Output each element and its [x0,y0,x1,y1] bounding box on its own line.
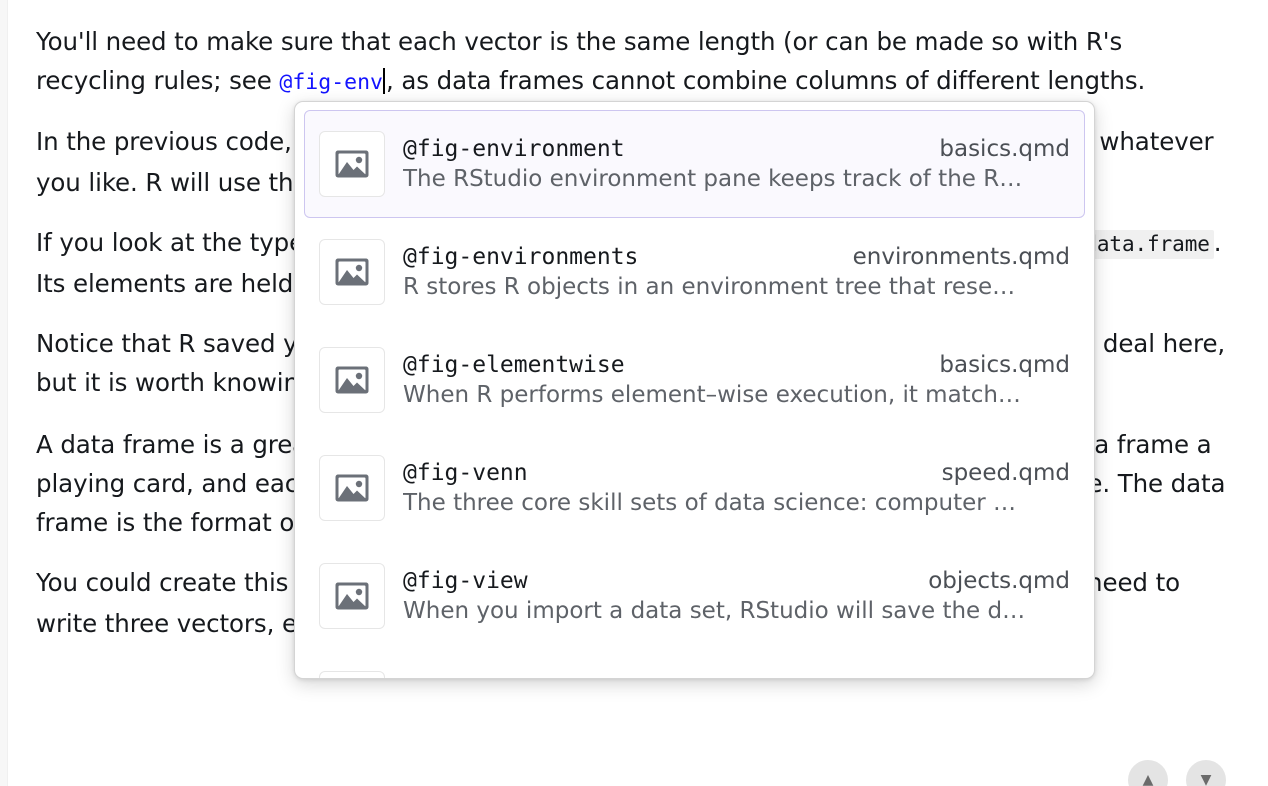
autocomplete-item-header: @fig-venn speed.qmd [403,460,1070,486]
autocomplete-item-id: @fig-venn [403,460,528,486]
crossref-token-fig-env[interactable]: @fig-env [279,70,383,95]
autocomplete-item-text: @fig-venn speed.qmd The three core skill… [403,460,1070,516]
autocomplete-item-fig-environments[interactable]: @fig-environments environments.qmd R sto… [304,218,1085,326]
scroll-up-button[interactable]: ▲ [1128,760,1168,786]
editor-left-gutter [0,0,8,786]
image-placeholder-icon [319,563,385,629]
autocomplete-item-text: @fig-environments environments.qmd R sto… [403,244,1070,300]
autocomplete-item-header: @fig-elementwise basics.qmd [403,352,1070,378]
image-placeholder-icon [319,347,385,413]
paragraph-1: You'll need to make sure that each vecto… [36,22,1232,102]
scroll-down-button[interactable]: ▼ [1186,760,1226,786]
autocomplete-item-fig-view[interactable]: @fig-view objects.qmd When you import a … [304,542,1085,650]
autocomplete-item-fig-elementwise[interactable]: @fig-elementwise basics.qmd When R perfo… [304,326,1085,434]
autocomplete-item-header: @fig-environment basics.qmd [403,136,1070,162]
autocomplete-item-file: environments.qmd [852,244,1070,270]
image-placeholder-icon [319,455,385,521]
autocomplete-item-partial[interactable] [304,650,1085,678]
autocomplete-item-header: @fig-environments environments.qmd [403,244,1070,270]
autocomplete-item-text: @fig-view objects.qmd When you import a … [403,568,1070,624]
autocomplete-item-text: @fig-elementwise basics.qmd When R perfo… [403,352,1070,408]
inline-code-data-frame-class: data.frame [1080,230,1214,259]
paragraph-1-text-b: , as data frames cannot combine columns … [385,66,1146,95]
paragraph-1-text-a: You'll need to make sure that each vecto… [36,27,1123,95]
autocomplete-item-description: The RStudio environment pane keeps track… [403,166,1023,192]
floating-button-group: ▲ ▼ [1128,760,1226,786]
autocomplete-item-id: @fig-environment [403,136,625,162]
image-placeholder-icon [319,671,385,678]
image-placeholder-icon [319,239,385,305]
autocomplete-item-description: R stores R objects in an environment tre… [403,274,1016,300]
autocomplete-item-id: @fig-elementwise [403,352,625,378]
autocomplete-item-description: When R performs element–wise execution, … [403,382,1021,408]
autocomplete-item-file: objects.qmd [928,568,1070,594]
text-cursor [382,68,385,94]
crossref-autocomplete-popup[interactable]: @fig-environment basics.qmd The RStudio … [294,101,1095,679]
autocomplete-item-id: @fig-environments [403,244,639,270]
autocomplete-item-id: @fig-view [403,568,528,594]
autocomplete-item-description: The three core skill sets of data scienc… [403,490,1017,516]
autocomplete-item-text: @fig-environment basics.qmd The RStudio … [403,136,1070,192]
autocomplete-item-fig-environment[interactable]: @fig-environment basics.qmd The RStudio … [304,110,1085,218]
image-placeholder-icon [319,131,385,197]
autocomplete-item-file: basics.qmd [939,136,1070,162]
autocomplete-item-header: @fig-view objects.qmd [403,568,1070,594]
autocomplete-list[interactable]: @fig-environment basics.qmd The RStudio … [304,110,1085,678]
autocomplete-item-description: When you import a data set, RStudio will… [403,598,1026,624]
autocomplete-item-file: speed.qmd [941,460,1070,486]
autocomplete-item-fig-venn[interactable]: @fig-venn speed.qmd The three core skill… [304,434,1085,542]
autocomplete-item-file: basics.qmd [939,352,1070,378]
